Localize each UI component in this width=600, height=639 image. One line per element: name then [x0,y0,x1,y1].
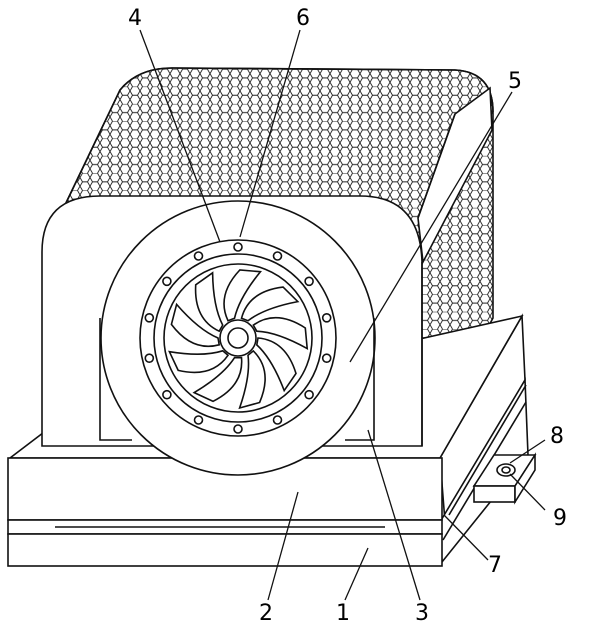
fan-blade [194,271,224,333]
flange-bolt [304,389,314,400]
label-7: 7 [488,553,502,578]
flange-bolt [144,312,155,323]
flange-bolt [193,251,204,261]
flange-bolt [193,415,204,425]
flange-bolt [272,251,283,261]
label-6: 6 [296,6,310,31]
leader-lines [139,29,546,601]
fan-blade [238,349,266,410]
fan-blade [168,349,230,374]
flange-bolt [144,353,155,364]
flange-bolt [162,276,172,287]
fan-guard [99,200,376,476]
flange-bolt [321,312,332,323]
fan-blade [223,269,262,322]
fan-blade [170,302,221,348]
reference-labels: 4 6 5 8 9 7 3 2 1 [128,6,567,626]
fan-blade [240,286,300,322]
flange-bolts [144,242,332,434]
fan-blades [168,269,309,410]
flange-bolt [304,276,314,287]
flange-bolt [233,424,243,434]
label-5: 5 [508,69,522,94]
label-9: 9 [553,506,567,531]
flange-bolt [272,415,283,425]
label-3: 3 [415,601,429,626]
mounting-tab [472,452,537,505]
fan-blade [192,356,243,403]
label-4: 4 [128,6,142,31]
flange-bolt [233,242,243,252]
fan-blade [255,337,297,393]
label-2: 2 [259,601,273,626]
label-1: 1 [336,601,350,626]
label-8: 8 [550,424,564,449]
flange-bolt [162,389,172,400]
fan-blade [252,316,309,351]
base-plate-1 [7,533,443,567]
flange-bolt [321,353,332,364]
